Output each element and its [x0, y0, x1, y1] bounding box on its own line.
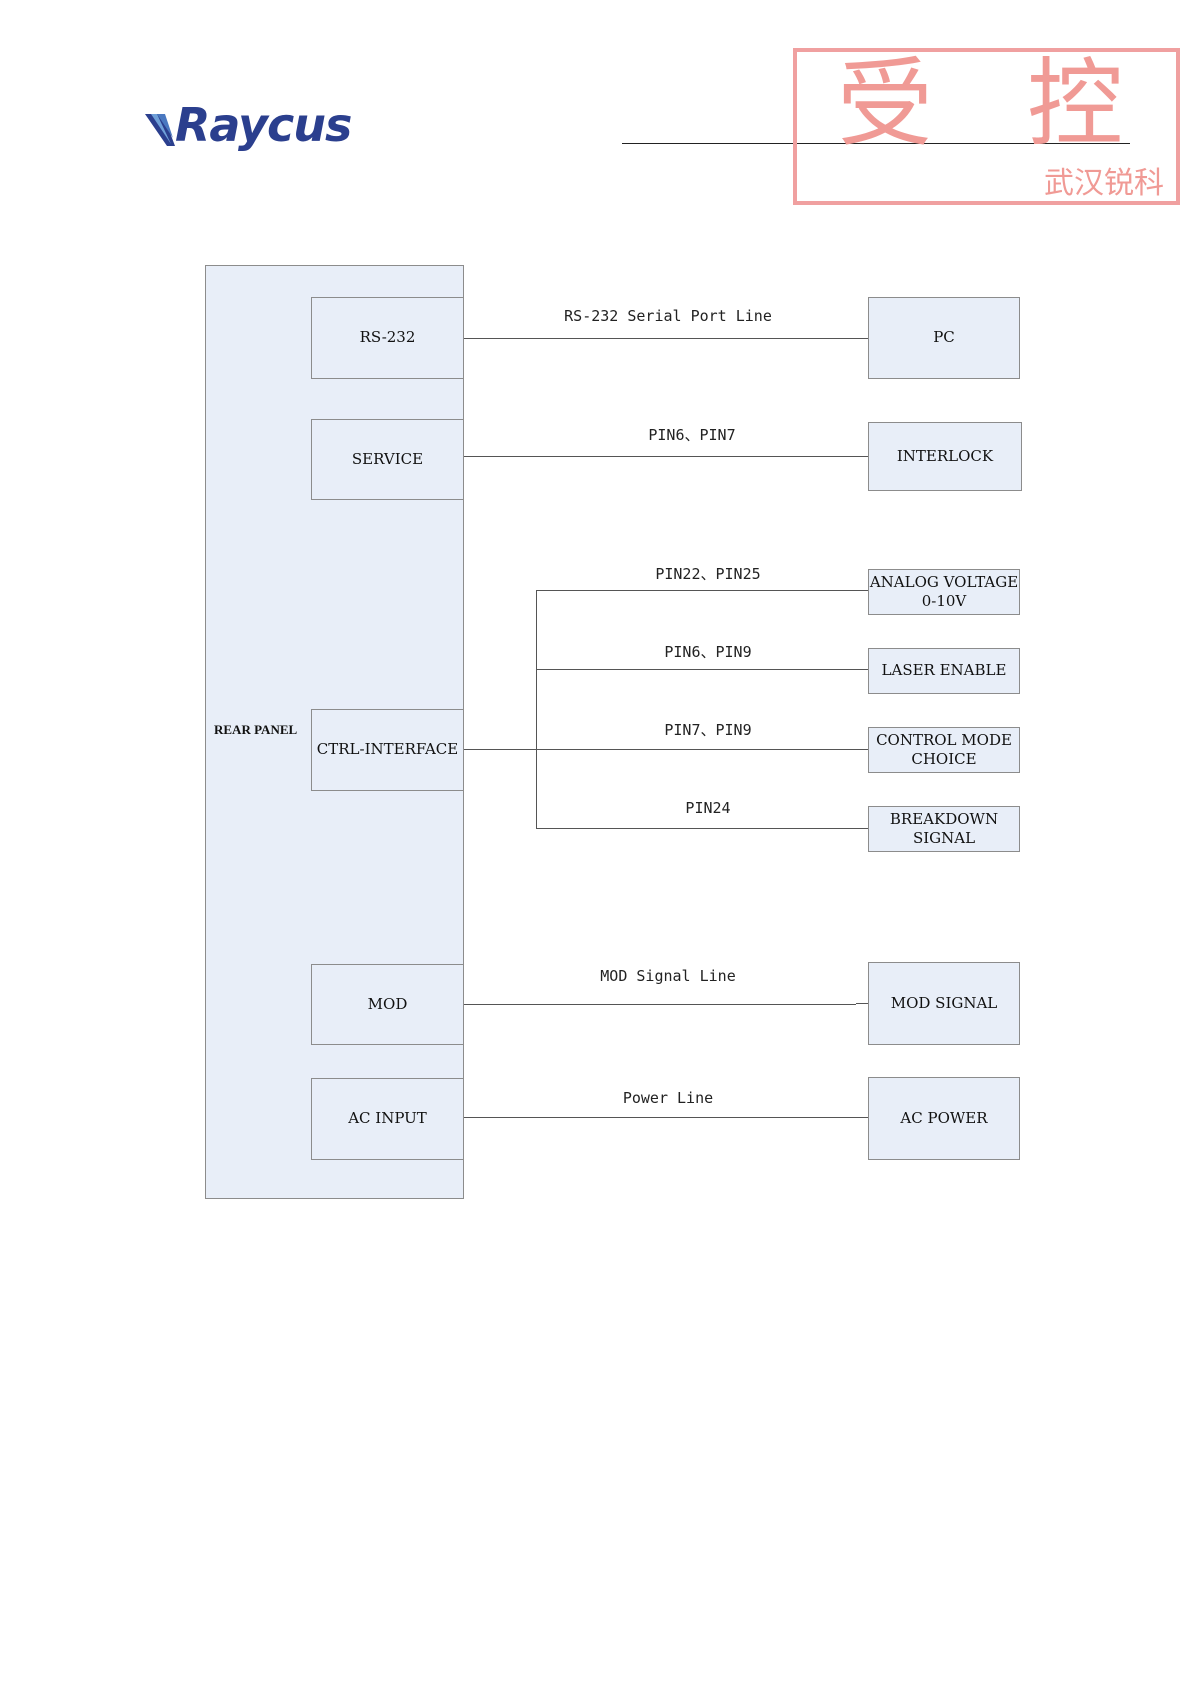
device-analog-voltage: ANALOG VOLTAGE 0-10V — [868, 569, 1020, 615]
device-mod-signal: MOD SIGNAL — [868, 962, 1020, 1045]
wire-breakdown — [536, 828, 868, 829]
device-interlock: INTERLOCK — [868, 422, 1022, 491]
wire-ctrl-trunk — [464, 749, 868, 750]
port-rs232: RS-232 — [311, 297, 464, 379]
wire-power — [464, 1117, 868, 1118]
device-ac-power: AC POWER — [868, 1077, 1020, 1160]
port-ctrl-interface: CTRL-INTERFACE — [311, 709, 464, 791]
wire-analog — [536, 590, 868, 591]
device-laser-enable: LASER ENABLE — [868, 648, 1020, 694]
label-rs232-line: RS-232 Serial Port Line — [564, 307, 772, 325]
rear-panel-label: REAR PANEL — [214, 722, 297, 738]
wire-ctrl-bus — [536, 590, 537, 829]
label-power-line: Power Line — [623, 1089, 713, 1107]
port-mod: MOD — [311, 964, 464, 1045]
label-breakdown-pin: PIN24 — [685, 799, 730, 817]
label-laser-enable-pins: PIN6、PIN9 — [664, 641, 751, 662]
wire-mod — [464, 1004, 856, 1005]
wire-laser-enable — [536, 669, 868, 670]
port-ac-input: AC INPUT — [311, 1078, 464, 1160]
device-breakdown-signal: BREAKDOWN SIGNAL — [868, 806, 1020, 852]
port-service: SERVICE — [311, 419, 464, 500]
device-control-mode: CONTROL MODE CHOICE — [868, 727, 1020, 773]
wire-rs232 — [464, 338, 868, 339]
wire-service — [464, 456, 868, 457]
label-analog-pins: PIN22、PIN25 — [655, 563, 760, 584]
label-service-pins: PIN6、PIN7 — [648, 424, 735, 445]
label-mod-line: MOD Signal Line — [600, 967, 735, 985]
label-control-mode-pins: PIN7、PIN9 — [664, 719, 751, 740]
device-pc: PC — [868, 297, 1020, 379]
wire-mod-stub — [856, 1003, 868, 1004]
